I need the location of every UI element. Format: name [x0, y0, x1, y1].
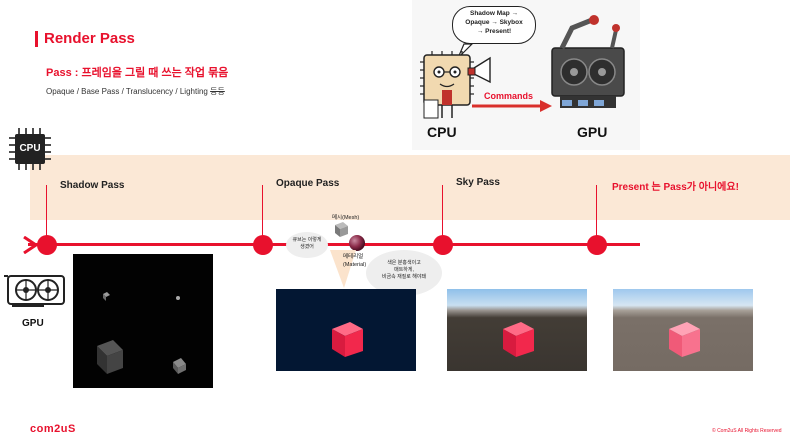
cpu-character-icon	[420, 51, 474, 119]
cube-bubble-line: 생겼어	[300, 244, 314, 250]
speech-line: → Present!	[476, 27, 512, 35]
megaphone-icon	[467, 56, 491, 84]
material-label: 메테리얼 (Material)	[343, 254, 366, 269]
pass-stem	[442, 185, 443, 240]
opaque-scene	[332, 322, 363, 357]
cpu-chip-icon	[9, 128, 51, 170]
slide-subtitle: Pass : 프레임을 그릴 때 쓰는 작업 묶음	[46, 67, 229, 79]
pass-label-present: Present 는 Pass가 아니에요!	[612, 182, 739, 193]
company-logo: com2uS	[30, 423, 76, 435]
material-bubble-line: 비금속 재질로 해야돼	[381, 274, 427, 280]
mesh-cube-icon	[335, 222, 348, 237]
pass-node-opaque	[253, 235, 273, 255]
cube-bubble-line: 큐브는 이렇게	[292, 237, 322, 243]
material-bubble: 색은 분홍색이고 매트하게, 비금속 재질로 해야돼	[366, 250, 442, 296]
commands-label: Commands	[484, 91, 534, 101]
speech-bubble: Shadow Map → Opaque → Skybox → Present!	[452, 6, 536, 44]
opaque-pass-render	[276, 289, 416, 371]
illustration-art	[420, 15, 625, 119]
shadow-pass-render	[73, 254, 213, 388]
pass-stem	[596, 185, 597, 240]
copyright-text: © Com2uS All Rights Reserved	[712, 428, 782, 434]
material-sphere-icon	[349, 235, 365, 251]
pass-node-present	[587, 235, 607, 255]
gpu-card-icon	[4, 275, 65, 307]
illustration-cpu-label: CPU	[427, 124, 457, 140]
material-label-line: (Material)	[343, 261, 367, 268]
slide-title: Render Pass	[44, 30, 135, 47]
timeline-track	[28, 243, 640, 246]
gpu-label: GPU	[22, 318, 44, 329]
material-bubble-line: 매트하게,	[394, 267, 414, 273]
commands-arrow	[472, 100, 552, 112]
timeline-start-arrow-icon	[23, 236, 38, 254]
material-label-line: 메테리얼	[343, 254, 364, 260]
pass-label-sky: Sky Pass	[456, 177, 500, 188]
present-scene	[669, 322, 700, 357]
pass-node-shadow	[37, 235, 57, 255]
cube-bubble: 큐브는 이렇게 생겼어	[286, 232, 328, 258]
pass-node-sky	[433, 235, 453, 255]
illustration-gpu-label: GPU	[577, 124, 608, 140]
speech-line: Shadow Map →	[469, 10, 519, 17]
cpu-chip-label: CPU	[19, 143, 41, 154]
pass-label-shadow: Shadow Pass	[60, 180, 125, 191]
material-bubble-line: 색은 분홍색이고	[387, 260, 421, 266]
present-render	[613, 289, 753, 371]
mesh-label: 메시(Mesh)	[332, 215, 360, 221]
pass-list: Opaque / Base Pass / Translucency / Ligh…	[46, 86, 225, 97]
title-accent-bar	[35, 31, 38, 47]
material-pointer	[330, 250, 356, 288]
pass-stem	[262, 185, 263, 240]
pass-label-opaque: Opaque Pass	[276, 178, 340, 189]
pass-stem	[46, 185, 47, 240]
gpu-machine-icon	[551, 15, 625, 108]
shadow-scene	[97, 292, 186, 374]
pass-list-main: Opaque / Base Pass / Translucency / Ligh…	[46, 87, 211, 96]
sky-pass-render	[447, 289, 587, 371]
speech-line: Opaque → Skybox	[465, 18, 523, 26]
pass-list-struck: 등등	[210, 87, 225, 96]
pass-timeline-band	[30, 155, 790, 220]
sky-scene	[503, 322, 534, 357]
